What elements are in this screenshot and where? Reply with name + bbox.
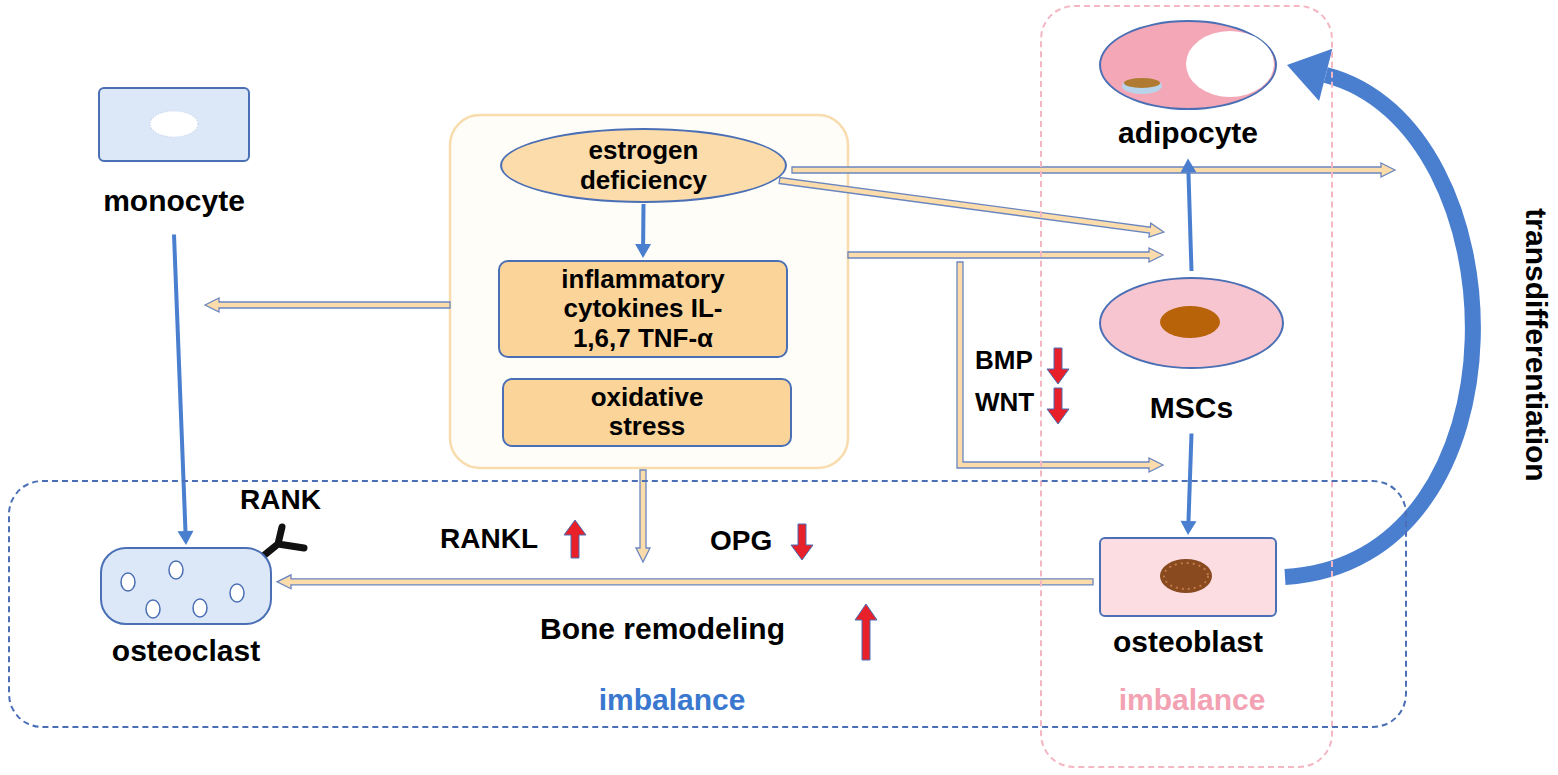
annotation-label: RANK <box>240 484 321 516</box>
connector-line <box>1188 434 1191 522</box>
arrow-head <box>1287 49 1332 101</box>
connector <box>1285 49 1473 577</box>
up-arrow <box>855 604 877 660</box>
cell-box: monocyte <box>98 87 250 219</box>
cell-illustration <box>1099 20 1277 110</box>
factor-box: inflammatory cytokines IL-1,6,7 TNF-α <box>498 260 788 358</box>
annotation-label: OPG <box>710 525 772 557</box>
transdifferentiation-curve <box>1285 75 1473 577</box>
connector <box>277 575 1093 589</box>
connector-line <box>174 235 185 532</box>
vacuole <box>230 584 244 602</box>
hollow-arrow <box>636 470 650 562</box>
nucleus <box>1122 78 1162 94</box>
node-text: inflammatory cytokines IL-1,6,7 TNF-α <box>543 265 743 353</box>
vacuole <box>193 599 207 617</box>
cell-drawing <box>98 87 250 162</box>
arrow-head <box>1180 159 1196 173</box>
arrow-head <box>635 244 651 258</box>
cell-label: adipocyte <box>1118 116 1258 151</box>
nucleus <box>1124 78 1160 88</box>
cell-box-shape: inflammatory cytokines IL-1,6,7 TNF-α <box>498 260 788 358</box>
connector <box>174 235 194 546</box>
cell-drawing <box>1099 537 1277 617</box>
vacuole <box>169 561 183 579</box>
band-label: imbalance <box>472 683 872 717</box>
cell-ellipse-shape <box>1099 277 1284 369</box>
cell-illustration <box>98 87 250 162</box>
connector <box>635 204 651 258</box>
connector-line <box>641 204 645 244</box>
cell-label: monocyte <box>103 184 245 219</box>
connector <box>1180 159 1196 272</box>
cell-illustration <box>1099 537 1277 617</box>
cell-drawing <box>100 547 272 625</box>
hollow-arrow <box>205 298 450 312</box>
hollow-arrow <box>848 248 1163 262</box>
nucleus-texture <box>1164 563 1208 589</box>
cell-illustration <box>100 547 272 625</box>
cell-box: osteoclast <box>100 547 272 669</box>
imbalance-band: imbalance osteoclast <box>8 480 1407 728</box>
cell-drawing <box>1099 277 1284 369</box>
cell-drawing <box>1099 20 1277 110</box>
imbalance-band: imbalanceadipocyteMSCsosteoblast <box>1040 5 1333 768</box>
factor-box: oxidative stress <box>502 378 792 447</box>
cell-ellipse: adipocyte <box>1099 20 1277 151</box>
node-text: oxidative stress <box>557 383 737 442</box>
cause-ellipse: estrogen deficiency <box>500 128 787 203</box>
hollow-arrow <box>792 163 1395 177</box>
vacuole <box>121 573 135 591</box>
connector-line <box>1188 172 1191 271</box>
down-arrow <box>1047 348 1069 384</box>
annotation-label: WNT <box>975 388 1034 418</box>
lipid-droplet <box>1186 31 1274 97</box>
cell-box-shape <box>1099 537 1277 617</box>
up-arrow <box>564 520 586 558</box>
connector <box>1181 434 1197 536</box>
nucleus <box>1160 306 1220 338</box>
cell-label: osteoclast <box>112 634 260 669</box>
annotation-label: Bone remodeling <box>540 612 785 647</box>
edge-label: transdifferentiation <box>1518 135 1554 555</box>
hollow-connector <box>779 178 1164 238</box>
rank-receptor <box>262 527 304 557</box>
cell-box-shape <box>98 87 250 162</box>
cell-box: osteoblast <box>1099 537 1277 660</box>
cell-box-shape: oxidative stress <box>502 378 792 447</box>
cell-ellipse: MSCs <box>1099 277 1284 426</box>
annotation-label: RANKL <box>440 523 538 555</box>
cell-label: osteoblast <box>1113 625 1263 660</box>
annotation-label: BMP <box>975 346 1033 376</box>
cell-ellipse-shape <box>1099 20 1277 110</box>
down-arrow <box>791 524 813 560</box>
arrow-head <box>1181 521 1197 535</box>
band-label: imbalance <box>992 683 1392 717</box>
cell-ellipse-shape: estrogen deficiency <box>500 128 787 203</box>
hollow-connector <box>277 575 1093 589</box>
arrow-head <box>178 531 194 545</box>
vacuole <box>146 600 160 618</box>
cell-illustration <box>1099 277 1284 369</box>
nucleus <box>150 111 198 137</box>
cell-label: MSCs <box>1150 391 1233 426</box>
down-arrow <box>1047 388 1069 424</box>
factor-group-box <box>450 115 848 468</box>
cell-box-shape <box>100 547 272 625</box>
nucleus <box>1160 559 1212 593</box>
node-text: estrogen deficiency <box>544 136 744 195</box>
connector <box>779 178 1164 238</box>
